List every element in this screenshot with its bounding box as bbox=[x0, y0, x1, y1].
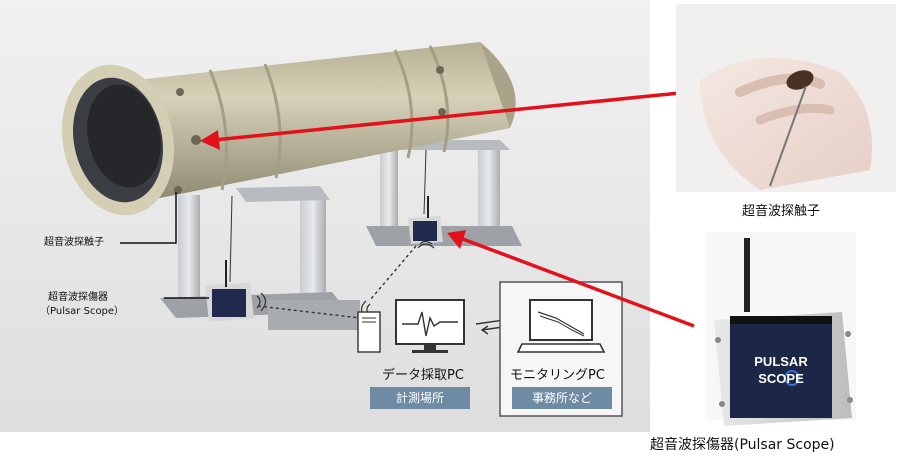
transducer-photo bbox=[676, 4, 896, 192]
scope-device-left bbox=[205, 260, 254, 322]
pipe bbox=[61, 42, 516, 216]
red-arrows bbox=[200, 90, 695, 328]
pc-collect-label: データ採取PC bbox=[382, 368, 464, 383]
device-brand-line1: PULSAR bbox=[754, 354, 808, 369]
office-tag: 事務所など bbox=[512, 387, 612, 409]
pc-monitor-label: モニタリングPC bbox=[510, 368, 605, 383]
transducer-leader bbox=[120, 192, 177, 244]
pc-collect-icon bbox=[357, 299, 465, 353]
pc-monitor-icon bbox=[516, 299, 606, 353]
scope-device-right bbox=[408, 196, 443, 244]
photo-transducer-caption: 超音波探触子 bbox=[742, 204, 821, 219]
device-label-left-line1: 超音波探傷器 bbox=[48, 292, 108, 303]
scope-device-photo bbox=[706, 232, 856, 426]
transducer-label-left: 超音波探触子 bbox=[44, 237, 104, 248]
device-brand-line2: SCOPE bbox=[758, 371, 804, 386]
wireless-links bbox=[257, 245, 417, 319]
measure-site-tag: 計測場所 bbox=[370, 387, 470, 409]
device-label-left-line2: （Pulsar Scope） bbox=[40, 306, 125, 317]
photo-device-caption: 超音波探傷器(Pulsar Scope) bbox=[650, 437, 835, 453]
